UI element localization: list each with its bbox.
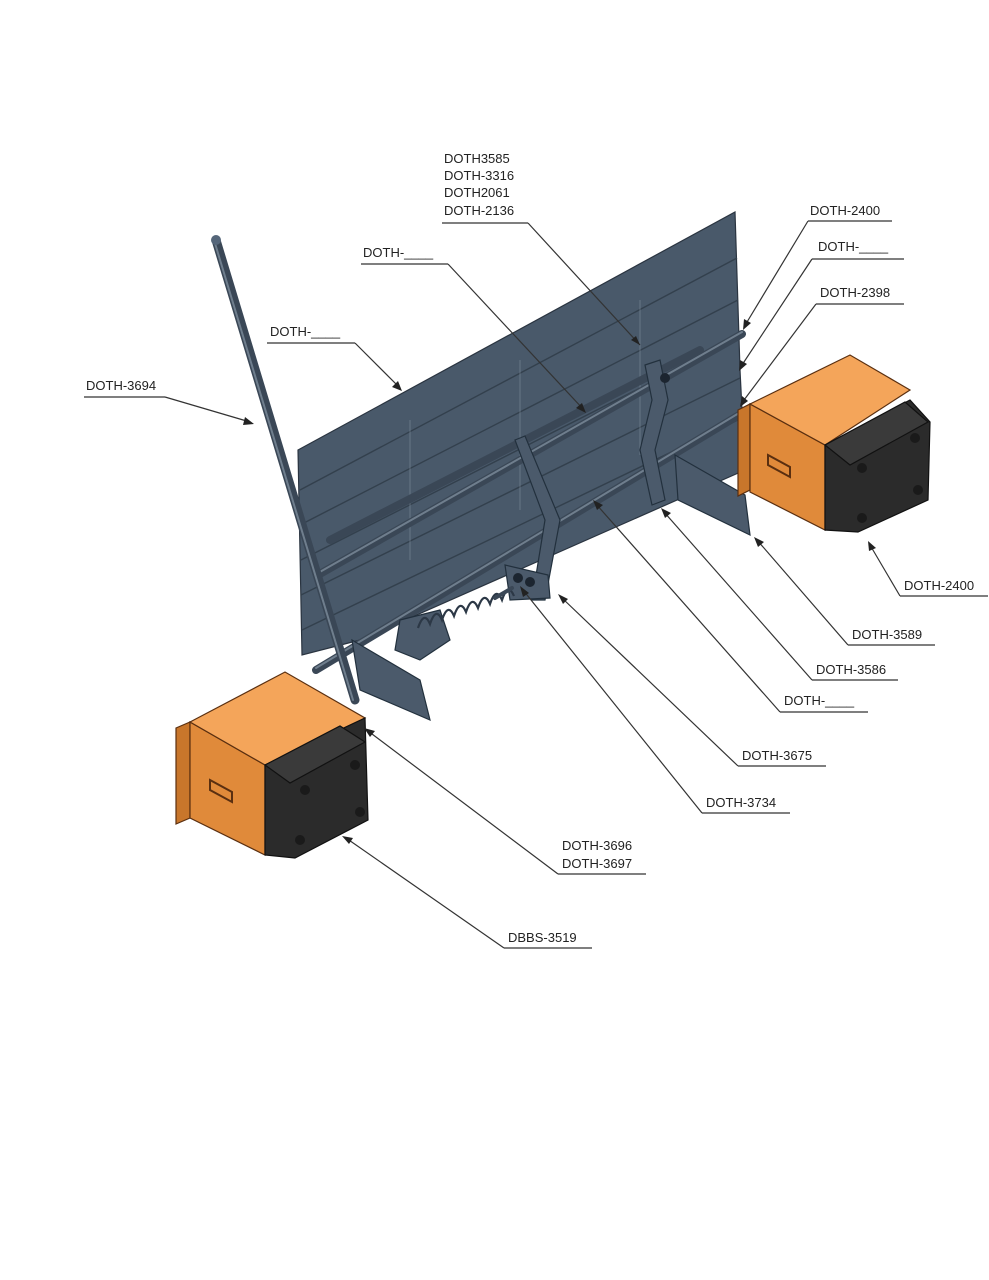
callout-doth-blank-a: DOTH-____ [818,239,889,254]
callout-doth-blank-c: DOTH-____ [270,324,341,339]
callout-doth3675: DOTH-3675 [742,748,812,763]
callout-doth3696: DOTH-3696 [562,838,632,853]
callout-doth-blank-b: DOTH-____ [363,245,434,260]
callout-doth3694: DOTH-3694 [86,378,156,393]
callout-doth2400-top: DOTH-2400 [810,203,880,218]
callout-doth3585: DOTH3585 [444,151,510,166]
callout-doth2061: DOTH2061 [444,185,510,200]
callouts: DOTH3585 DOTH-3316 DOTH2061 DOTH-2136 DO… [84,151,988,949]
callout-doth3316: DOTH-3316 [444,168,514,183]
callout-doth2136: DOTH-2136 [444,203,514,218]
lift-mechanism [351,359,751,722]
callout-doth3734: DOTH-3734 [706,795,776,810]
callout-dbbs3519: DBBS-3519 [508,930,577,945]
spring [416,586,516,629]
lift-pole [211,235,360,705]
right-bumper [737,354,931,533]
left-bumper [175,671,369,859]
callout-doth2400-bottom: DOTH-2400 [904,578,974,593]
callout-doth2398: DOTH-2398 [820,285,890,300]
callout-doth3589: DOTH-3589 [852,627,922,642]
callout-doth3586: DOTH-3586 [816,662,886,677]
hinge-rods [312,330,748,674]
callout-doth-blank-d: DOTH-____ [784,693,855,708]
callout-doth3697: DOTH-3697 [562,856,632,871]
